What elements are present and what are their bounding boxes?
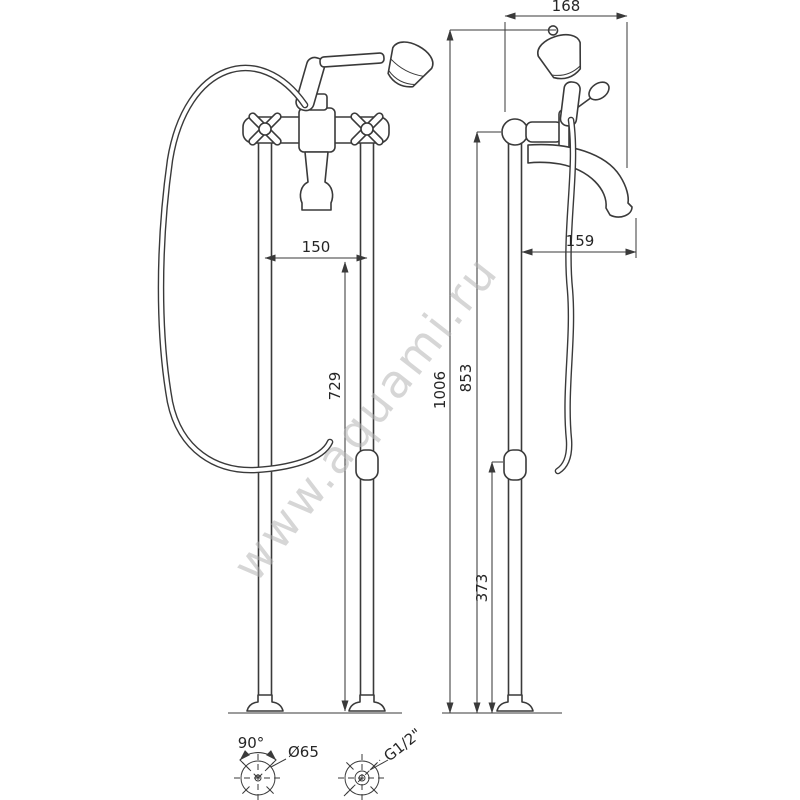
dimension-label-joint-height: 373 <box>473 574 491 603</box>
front-left-cross-handle <box>248 112 282 146</box>
side-pipe-union <box>503 449 527 481</box>
dimension-label-pipe-height: 729 <box>326 372 344 401</box>
dimension-pipe-spacing: 150 <box>264 238 368 262</box>
front-left-floor-flange <box>246 694 284 712</box>
front-handshower-head <box>387 41 434 88</box>
front-right-floor-flange <box>348 694 386 712</box>
dimension-label-total-height: 1006 <box>431 371 449 409</box>
front-spout <box>299 151 334 211</box>
dimension-label-top-width: 168 <box>552 0 581 15</box>
side-handshower-head <box>537 25 582 80</box>
dimension-label-thread: G1/2" <box>380 725 425 765</box>
dimension-body-height: 853 <box>457 131 501 714</box>
side-spout <box>527 143 633 218</box>
dimension-total-height: 1006 <box>431 29 556 714</box>
side-riser-pipe <box>507 141 523 706</box>
mount-detail-left: 90° Ø65 <box>234 734 319 800</box>
dimension-joint-height: 373 <box>473 461 503 714</box>
side-body-ball <box>501 118 529 146</box>
front-shower-hose <box>157 64 334 474</box>
side-shower-hose <box>554 116 577 475</box>
front-left-riser-pipe <box>257 141 273 706</box>
front-body-center-block <box>298 107 336 153</box>
dimension-pipe-height: 729 <box>326 261 349 712</box>
side-handshower-handle <box>559 81 581 127</box>
dimension-spout-reach: 159 <box>521 218 637 258</box>
front-pipe-union <box>355 449 379 481</box>
dimension-label-mount-angle: 90° <box>238 734 265 752</box>
dimension-label-mount-diameter: Ø65 <box>288 743 319 761</box>
side-lever-knob <box>588 81 610 101</box>
dimension-top-width: 168 <box>504 0 628 168</box>
front-right-cross-handle <box>350 112 384 146</box>
side-view <box>442 25 633 714</box>
side-floor-flange <box>496 694 534 712</box>
mount-detail-right: G1/2" <box>338 725 425 800</box>
dimension-label-body-height: 853 <box>457 364 475 393</box>
front-view <box>157 41 434 714</box>
dimension-label-pipe-spacing: 150 <box>302 238 331 256</box>
side-valve-body <box>525 121 563 143</box>
front-handshower-neck <box>319 52 385 68</box>
dimension-label-spout-reach: 159 <box>566 232 595 250</box>
